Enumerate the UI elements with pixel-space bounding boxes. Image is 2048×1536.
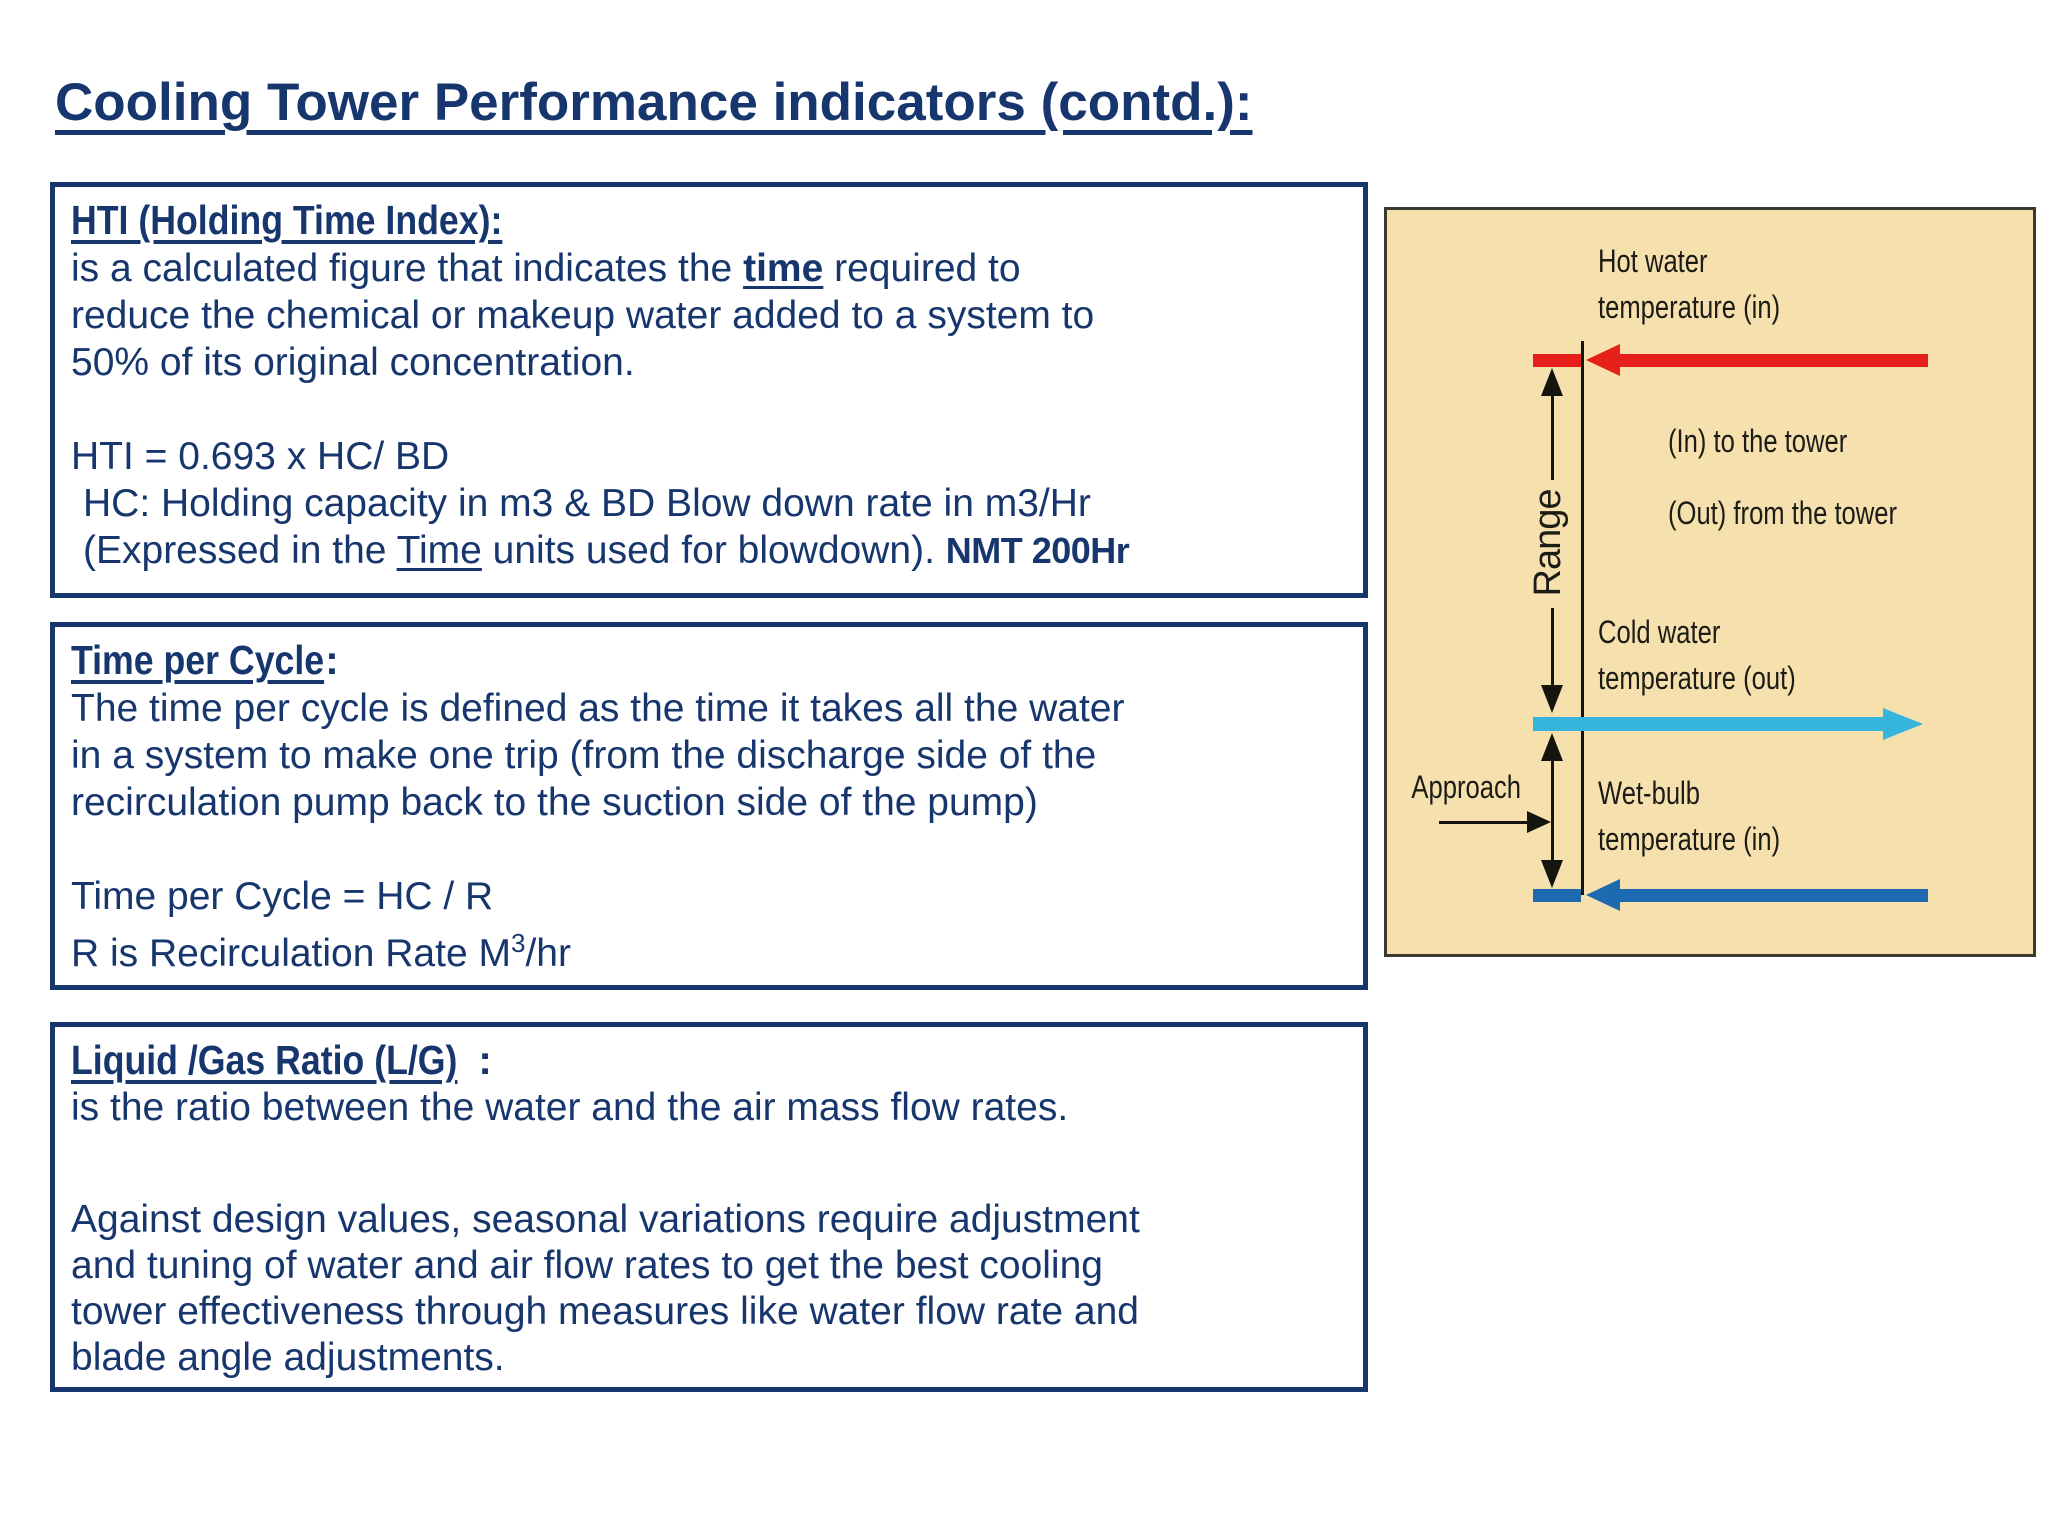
cold-water-arrow — [1533, 717, 1885, 731]
in-to-tower-label: (In) to the tower — [1668, 423, 1848, 459]
lg-para2-line-4: blade angle adjustments. — [71, 1336, 505, 1379]
hti-heading: HTI (Holding Time Index): — [71, 195, 1349, 245]
tpc-line-1: The time per cycle is defined as the tim… — [71, 687, 1125, 730]
approach-pointer-line — [1439, 821, 1529, 824]
nmt-200hr: NMT 200Hr — [945, 530, 1130, 571]
hot-water-label: Hot water temperature (in) — [1598, 243, 1781, 325]
spacer — [71, 386, 1349, 433]
temperature-range-diagram: Hot water temperature (in) (In) to the t… — [1384, 207, 2036, 957]
hot-water-arrow — [1619, 354, 1928, 367]
temperature-scale-line — [1581, 341, 1584, 895]
hti-heading-text: HTI (Holding Time Index): — [71, 197, 503, 243]
tpc-line-3: recirculation pump back to the suction s… — [71, 781, 1038, 824]
time-emphasis: time — [743, 247, 824, 290]
tpc-line-2: in a system to make one trip (from the d… — [71, 734, 1097, 777]
hti-line-1: is a calculated figure that indicates th… — [71, 247, 1021, 290]
approach-arrowhead-down-icon — [1541, 860, 1563, 888]
cold-water-arrowhead-icon — [1883, 708, 1923, 740]
lg-heading: Liquid /Gas Ratio (L/G): — [71, 1037, 492, 1083]
lg-para2-line-3: tower effectiveness through measures lik… — [71, 1290, 1139, 1333]
lg-para2-line-2: and tuning of water and air flow rates t… — [71, 1244, 1103, 1287]
approach-arrowhead-up-icon — [1541, 733, 1563, 761]
wet-bulb-arrow — [1619, 889, 1928, 902]
range-label: Range — [1527, 489, 1569, 597]
hti-formula: HTI = 0.693 x HC/ BD — [71, 435, 450, 478]
wet-bulb-tick — [1533, 889, 1581, 902]
hti-line-3: 50% of its original concentration. — [71, 341, 635, 384]
page-title: Cooling Tower Performance indicators (co… — [55, 72, 1253, 133]
lg-para2-line-1: Against design values, seasonal variatio… — [71, 1198, 1140, 1241]
out-from-tower-label: (Out) from the tower — [1668, 495, 1898, 531]
hti-hc-line: HC: Holding capacity in m3 & BD Blow dow… — [83, 482, 1091, 525]
lg-paragraph-2: Against design values, seasonal variatio… — [71, 1197, 1349, 1381]
page-title-text: Cooling Tower Performance indicators (co… — [55, 73, 1253, 132]
range-arrowhead-up-icon — [1541, 368, 1563, 396]
approach-arrow-line — [1551, 759, 1554, 862]
lg-heading-text: Liquid /Gas Ratio (L/G) — [71, 1037, 458, 1083]
tpc-rate-line: R is Recirculation Rate M3/hr — [71, 928, 571, 975]
hti-line-2: reduce the chemical or makeup water adde… — [71, 294, 1095, 337]
hti-box: HTI (Holding Time Index): is a calculate… — [50, 182, 1368, 598]
approach-label: Approach — [1411, 769, 1521, 805]
wet-bulb-arrowhead-icon — [1586, 879, 1620, 911]
lg-line-1: is the ratio between the water and the a… — [71, 1086, 1069, 1129]
range-arrowhead-down-icon — [1541, 685, 1563, 713]
tpc-formula: Time per Cycle = HC / R — [71, 875, 494, 918]
hot-water-arrowhead-icon — [1586, 344, 1620, 376]
approach-pointer-arrowhead-icon — [1527, 811, 1551, 833]
wet-bulb-label: Wet-bulb temperature (in) — [1598, 775, 1781, 857]
superscript-3: 3 — [510, 928, 526, 958]
liquid-gas-ratio-box: Liquid /Gas Ratio (L/G): is the ratio be… — [50, 1022, 1368, 1392]
range-arrow-line-upper — [1551, 394, 1554, 480]
tpc-heading-text: Time per Cycle — [71, 637, 325, 683]
time-per-cycle-box: Time per Cycle: The time per cycle is de… — [50, 622, 1368, 990]
tpc-heading: Time per Cycle: — [71, 637, 339, 683]
cold-water-label: Cold water temperature (out) — [1598, 614, 1796, 696]
spacer — [71, 826, 1349, 873]
time-underlined: Time — [396, 529, 482, 572]
range-arrow-line-lower — [1551, 608, 1554, 687]
hti-expressed-line: (Expressed in the Time units used for bl… — [83, 529, 1130, 572]
hot-water-tick — [1533, 354, 1581, 367]
